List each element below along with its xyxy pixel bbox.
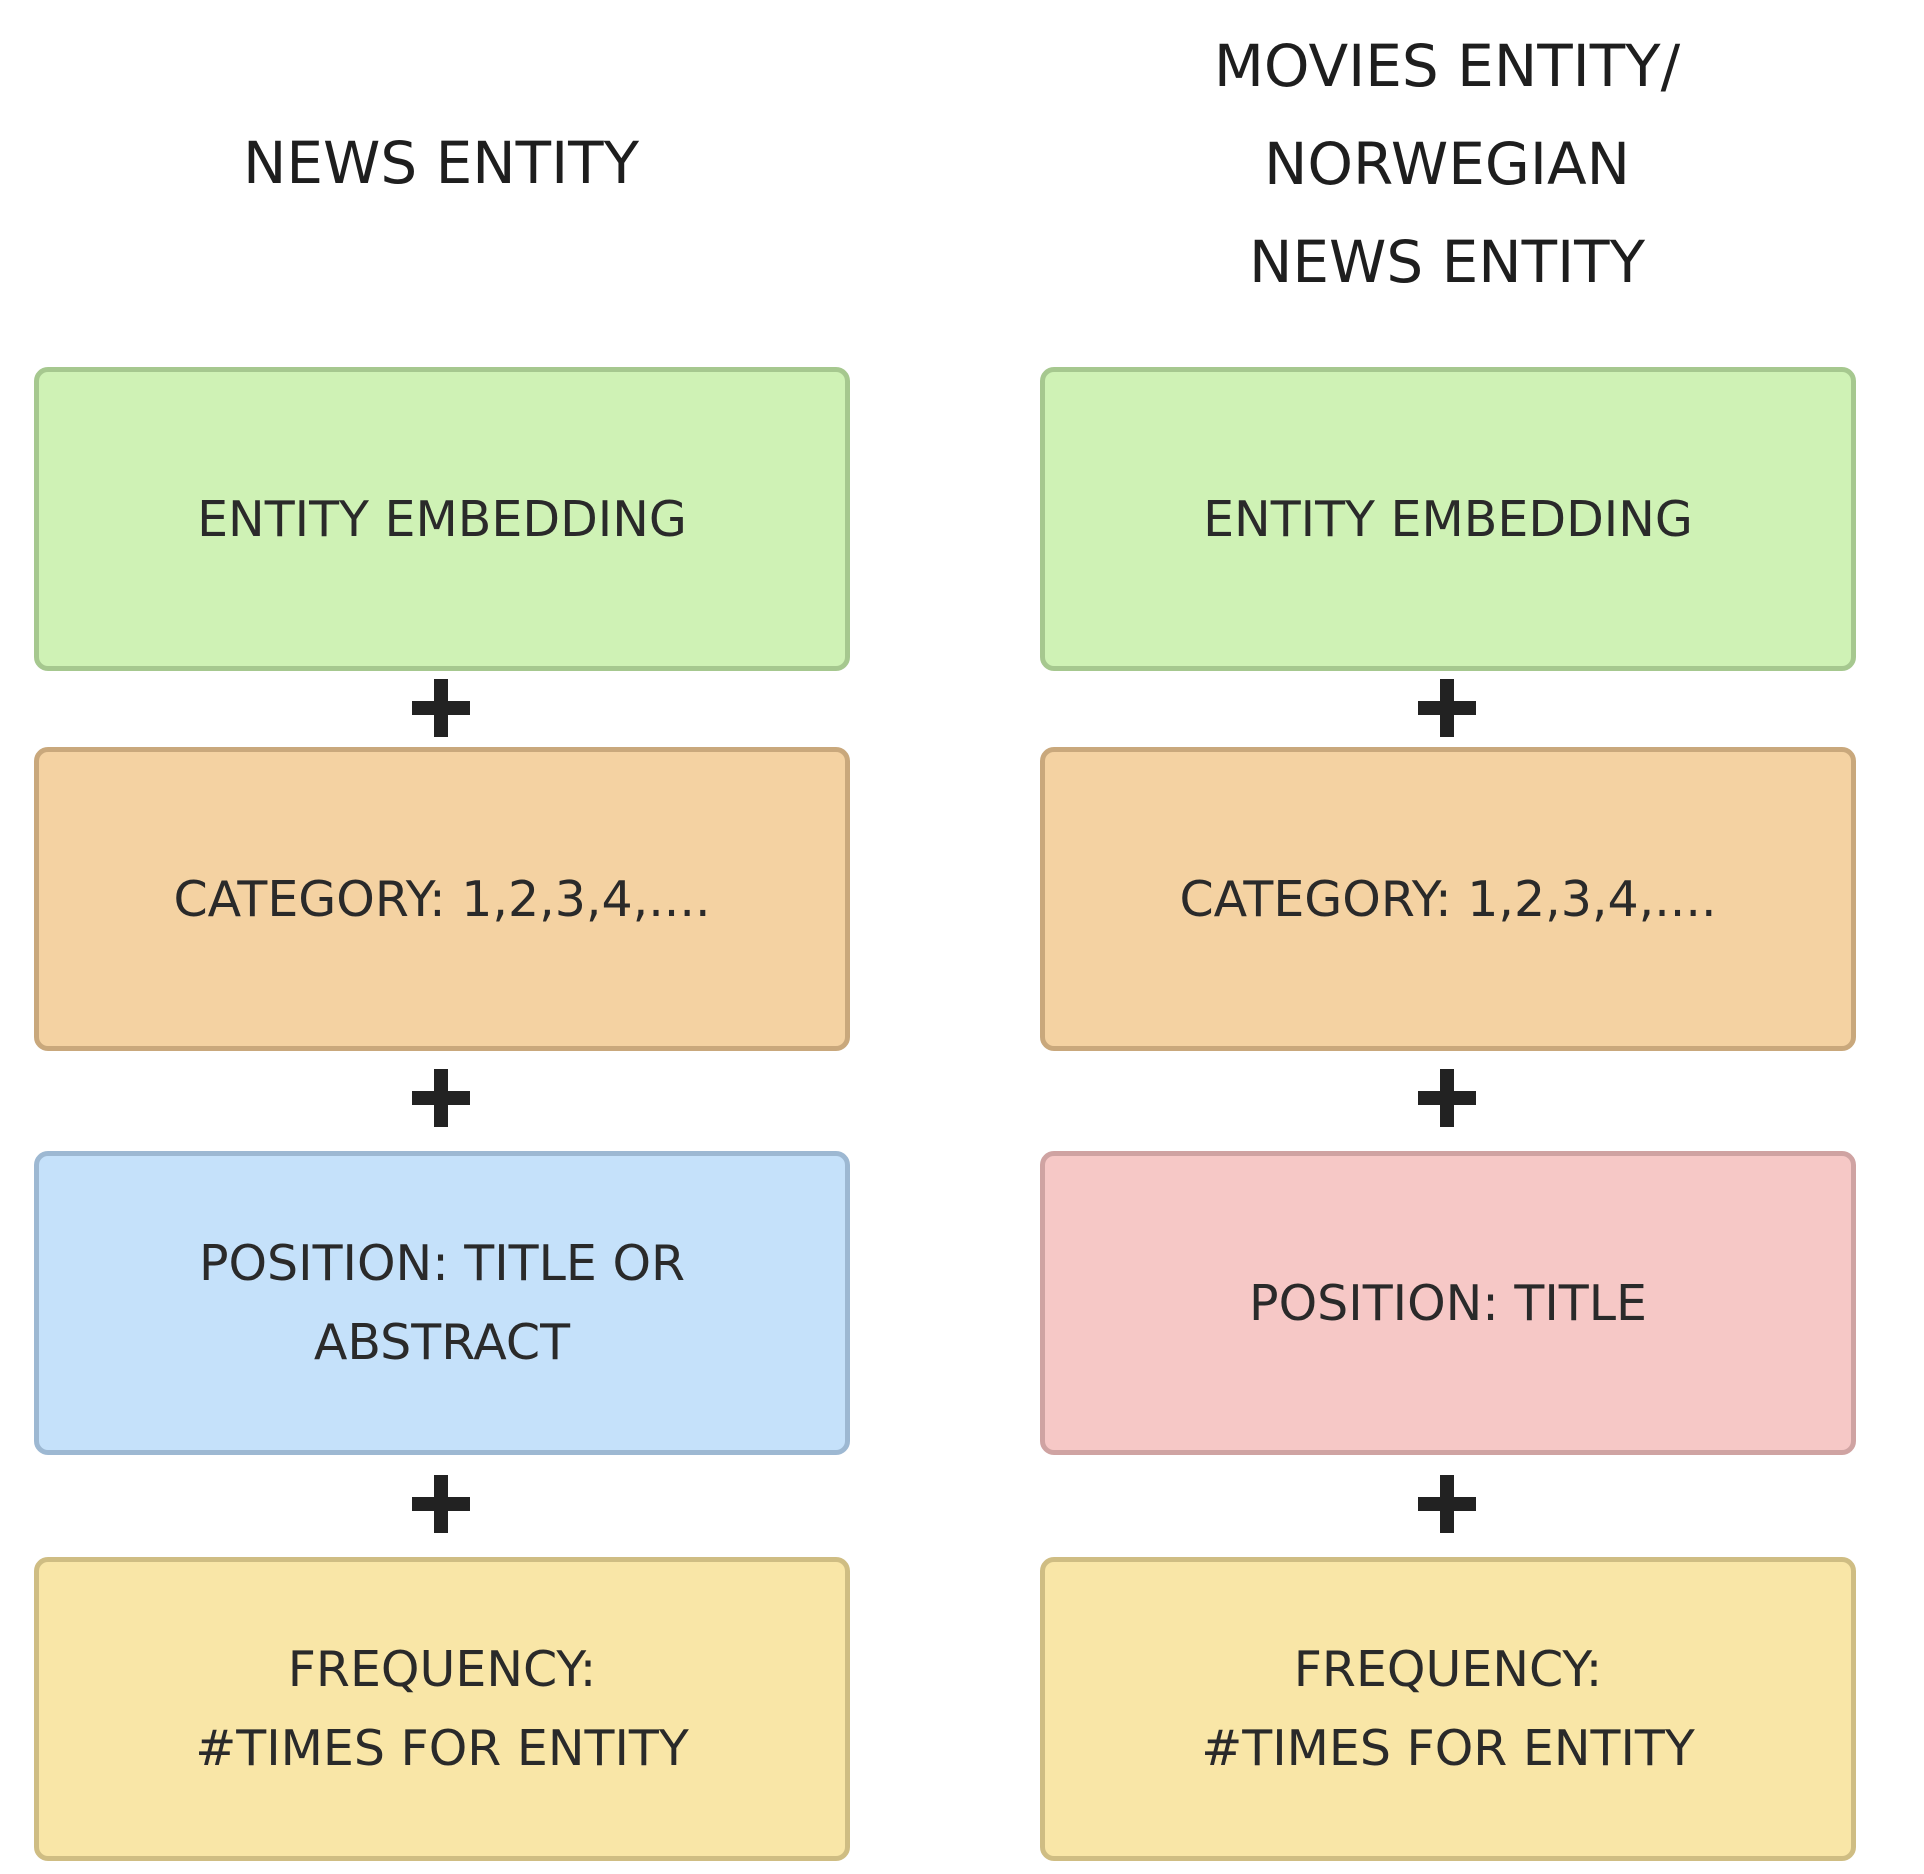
plus-icon <box>34 1469 848 1539</box>
news-entity-frequency-box: FREQUENCY: #TIMES FOR ENTITY <box>34 1557 850 1861</box>
movies-entity-embedding-box: ENTITY EMBEDDING <box>1040 367 1856 671</box>
news-entity-column: NEWS ENTITY ENTITY EMBEDDING CATEGORY: 1… <box>34 0 850 1874</box>
news-entity-embedding-box: ENTITY EMBEDDING <box>34 367 850 671</box>
news-entity-heading: NEWS ENTITY <box>242 129 640 197</box>
movies-entity-position-label: POSITION: TITLE <box>1249 1274 1647 1332</box>
plus-icon <box>34 673 848 743</box>
movies-entity-embedding-label: ENTITY EMBEDDING <box>1203 490 1693 548</box>
movies-entity-category-label: CATEGORY: 1,2,3,4,.... <box>1179 870 1717 928</box>
news-entity-frequency-label: FREQUENCY: #TIMES FOR ENTITY <box>195 1641 689 1777</box>
plus-icon <box>1040 1469 1854 1539</box>
movies-entity-column: MOVIES ENTITY/ NORWEGIAN NEWS ENTITY ENT… <box>1040 0 1856 1874</box>
news-entity-category-box: CATEGORY: 1,2,3,4,.... <box>34 747 850 1051</box>
plus-icon <box>1040 673 1854 743</box>
plus-icon <box>34 1063 848 1133</box>
movies-entity-category-box: CATEGORY: 1,2,3,4,.... <box>1040 747 1856 1051</box>
movies-entity-frequency-label: FREQUENCY: #TIMES FOR ENTITY <box>1201 1641 1695 1777</box>
movies-entity-heading: MOVIES ENTITY/ NORWEGIAN NEWS ENTITY <box>1213 32 1681 296</box>
news-entity-position-box: POSITION: TITLE OR ABSTRACT <box>34 1151 850 1455</box>
news-entity-embedding-label: ENTITY EMBEDDING <box>197 490 687 548</box>
news-entity-position-label: POSITION: TITLE OR ABSTRACT <box>198 1235 686 1371</box>
news-entity-category-label: CATEGORY: 1,2,3,4,.... <box>173 870 711 928</box>
movies-entity-position-box: POSITION: TITLE <box>1040 1151 1856 1455</box>
plus-icon <box>1040 1063 1854 1133</box>
movies-entity-frequency-box: FREQUENCY: #TIMES FOR ENTITY <box>1040 1557 1856 1861</box>
